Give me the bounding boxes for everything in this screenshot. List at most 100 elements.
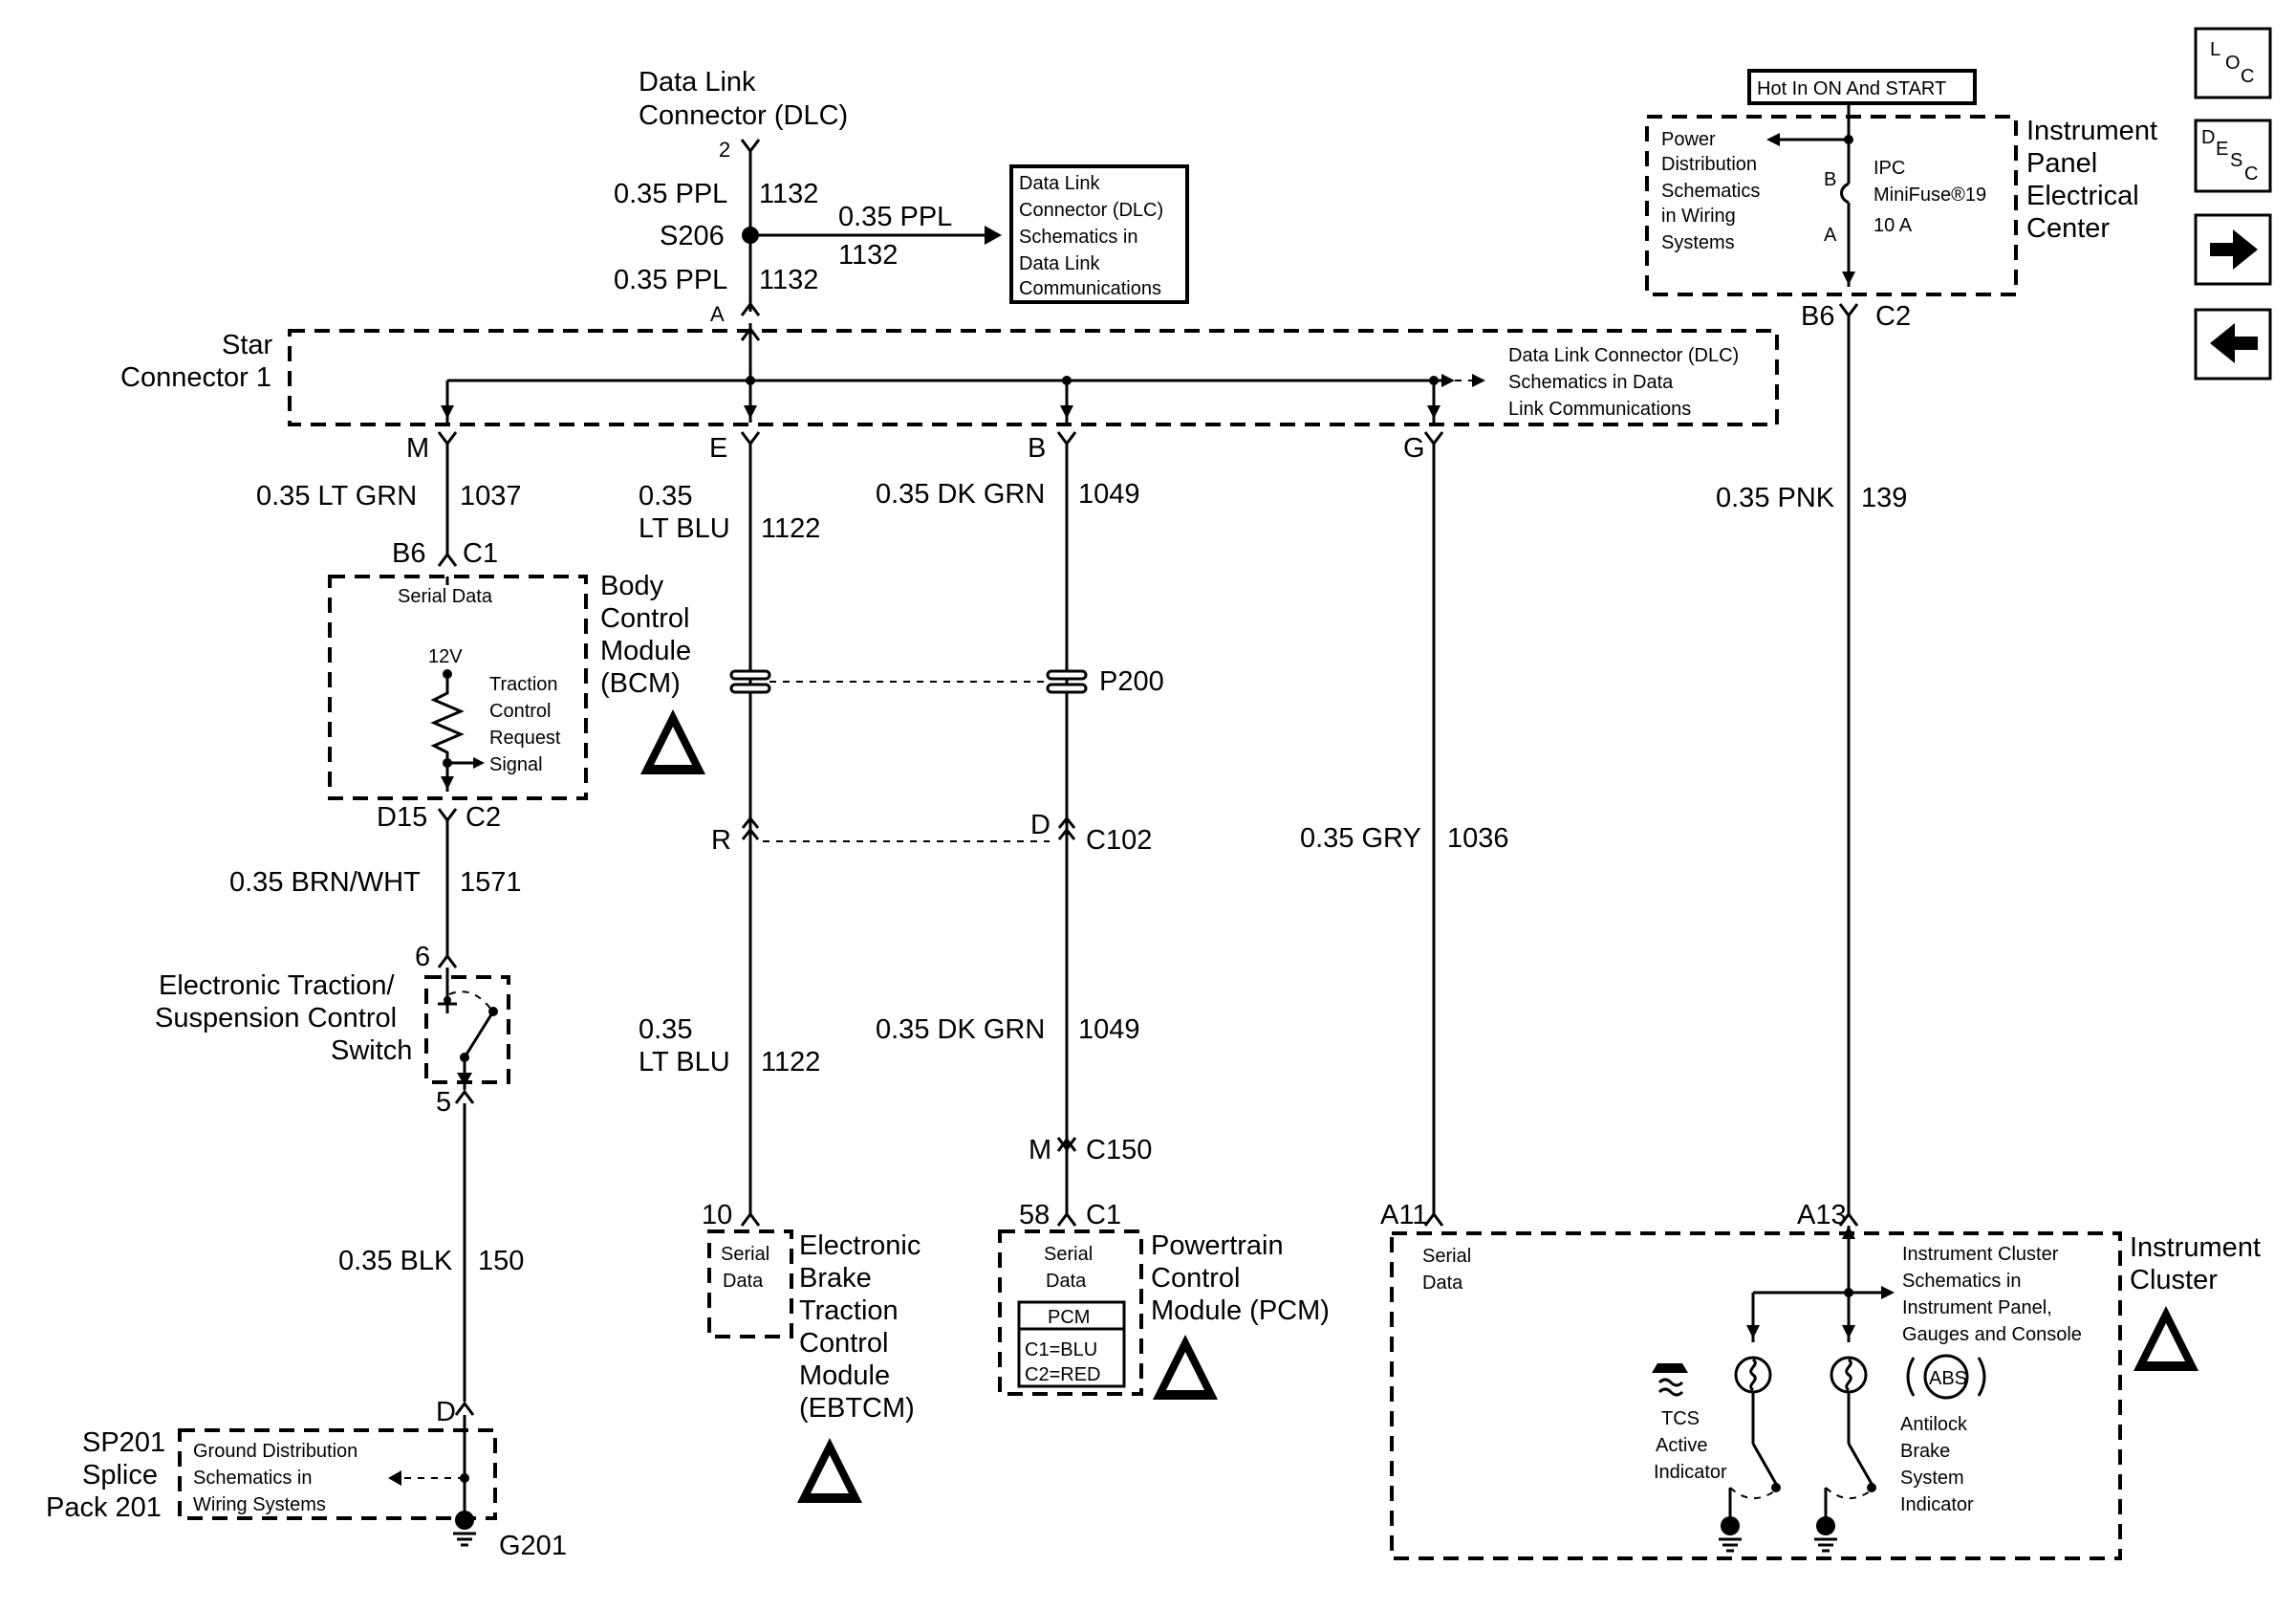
svg-text:Hot In ON And START: Hot In ON And START: [1757, 78, 1946, 99]
svg-text:1049: 1049: [1078, 1014, 1140, 1045]
svg-text:0.35 PNK: 0.35 PNK: [1716, 483, 1835, 513]
svg-text:Control: Control: [1151, 1263, 1241, 1294]
svg-text:5: 5: [436, 1087, 451, 1118]
svg-text:S: S: [2230, 150, 2242, 171]
svg-text:0.35 PPL: 0.35 PPL: [614, 179, 727, 209]
svg-text:(EBTCM): (EBTCM): [799, 1393, 915, 1424]
svg-text:Pack 201: Pack 201: [46, 1492, 162, 1523]
svg-text:G201: G201: [499, 1531, 567, 1561]
esd-sensitive-icon: [640, 709, 705, 774]
svg-text:Control: Control: [489, 701, 551, 722]
svg-text:A11: A11: [1380, 1200, 1427, 1230]
svg-text:Gauges and Console: Gauges and Console: [1902, 1324, 2082, 1345]
svg-text:A: A: [710, 302, 725, 326]
svg-text:P200: P200: [1099, 666, 1164, 697]
loc-button[interactable]: L O C: [2194, 27, 2272, 99]
next-page-button[interactable]: [2194, 213, 2272, 286]
dlc-reference-box[interactable]: Data Link Connector (DLC) Schematics in …: [1009, 164, 1189, 304]
svg-text:B6: B6: [392, 538, 425, 569]
svg-text:C: C: [2244, 163, 2258, 185]
svg-text:1132: 1132: [838, 240, 898, 271]
svg-text:0.35 PPL: 0.35 PPL: [838, 202, 952, 232]
svg-text:0.35: 0.35: [639, 481, 692, 511]
svg-text:Electronic Traction/: Electronic Traction/: [159, 970, 396, 1001]
svg-text:Panel: Panel: [2026, 148, 2097, 179]
svg-text:0.35 BLK: 0.35 BLK: [338, 1246, 453, 1276]
svg-text:Power: Power: [1661, 129, 1716, 150]
svg-text:D: D: [2201, 127, 2215, 148]
traction-suspension-switch: 6 Electronic Traction/ Suspension Contro…: [155, 942, 524, 1402]
svg-text:Schematics in Data: Schematics in Data: [1508, 372, 1674, 393]
svg-text:Brake: Brake: [1900, 1441, 1950, 1462]
svg-text:Instrument: Instrument: [2026, 116, 2157, 146]
svg-text:L: L: [2210, 39, 2220, 60]
svg-text:LT BLU: LT BLU: [639, 1047, 730, 1077]
svg-text:E: E: [2216, 139, 2228, 160]
svg-text:1049: 1049: [1078, 479, 1140, 510]
star-connector-pins: M E B G: [406, 431, 1444, 464]
power-distribution-reference[interactable]: Power Distribution Schematics in Wiring …: [1661, 129, 1760, 253]
previous-page-button[interactable]: [2194, 308, 2272, 381]
svg-text:C1=BLU: C1=BLU: [1025, 1339, 1097, 1360]
svg-text:S206: S206: [660, 221, 725, 251]
svg-text:MiniFuse®19: MiniFuse®19: [1874, 185, 1986, 206]
ebtcm-module: Serial Data Electronic Brake Traction Co…: [707, 1229, 921, 1503]
pcm-module: Serial Data PCM C1=BLU C2=RED Powertrain…: [998, 1229, 1330, 1400]
svg-text:M: M: [1029, 1135, 1051, 1165]
svg-text:Serial: Serial: [1422, 1246, 1471, 1267]
passthrough-grommet: [729, 669, 771, 694]
svg-text:Data Link: Data Link: [1019, 253, 1100, 274]
svg-text:C2=RED: C2=RED: [1025, 1364, 1100, 1385]
svg-text:Data Link: Data Link: [1019, 173, 1100, 194]
svg-text:Schematics in: Schematics in: [1019, 227, 1138, 248]
svg-text:Data Link: Data Link: [639, 67, 756, 98]
svg-text:0.35 GRY: 0.35 GRY: [1300, 823, 1421, 854]
svg-text:10 A: 10 A: [1874, 215, 1913, 236]
svg-text:Module (PCM): Module (PCM): [1151, 1295, 1330, 1326]
svg-text:Connector (DLC): Connector (DLC): [639, 100, 848, 131]
svg-text:Serial: Serial: [1044, 1244, 1093, 1265]
svg-text:C1: C1: [463, 538, 498, 569]
esd-sensitive-icon: [797, 1438, 862, 1503]
star-connector-reference[interactable]: Data Link Connector (DLC) Schematics in …: [1508, 345, 1739, 420]
ground-icon: [455, 1511, 474, 1530]
svg-text:Control: Control: [600, 603, 690, 634]
svg-text:0.35 PPL: 0.35 PPL: [614, 265, 727, 295]
svg-text:Indicator: Indicator: [1654, 1462, 1727, 1483]
svg-text:E: E: [709, 433, 727, 464]
svg-text:R: R: [711, 825, 731, 856]
instrument-cluster-reference[interactable]: Instrument Cluster Schematics in Instrum…: [1902, 1244, 2082, 1345]
svg-text:Instrument Cluster: Instrument Cluster: [1902, 1244, 2059, 1265]
svg-text:12V: 12V: [428, 646, 463, 667]
svg-text:(BCM): (BCM): [600, 668, 681, 699]
svg-text:C1: C1: [1086, 1200, 1121, 1230]
desc-button[interactable]: D E S C: [2194, 119, 2272, 193]
svg-text:Ground Distribution: Ground Distribution: [193, 1441, 357, 1462]
svg-text:C150: C150: [1086, 1135, 1152, 1165]
svg-text:Switch: Switch: [331, 1035, 412, 1066]
svg-text:Suspension Control: Suspension Control: [155, 1003, 397, 1033]
svg-text:PCM: PCM: [1048, 1307, 1090, 1328]
svg-text:Schematics in: Schematics in: [1902, 1271, 2022, 1292]
svg-text:Brake: Brake: [799, 1263, 872, 1294]
ground-distribution-reference[interactable]: Ground Distribution Schematics in Wiring…: [193, 1441, 357, 1515]
svg-text:Star: Star: [222, 330, 273, 360]
svg-text:D: D: [436, 1397, 456, 1427]
svg-text:Systems: Systems: [1661, 232, 1735, 253]
svg-text:0.35 LT GRN: 0.35 LT GRN: [256, 481, 417, 511]
svg-text:Schematics in: Schematics in: [193, 1468, 313, 1489]
svg-text:D: D: [1030, 810, 1051, 840]
svg-text:1571: 1571: [460, 867, 522, 898]
svg-text:B: B: [1028, 433, 1046, 464]
svg-text:Schematics: Schematics: [1661, 181, 1760, 202]
svg-text:58: 58: [1019, 1200, 1050, 1230]
svg-text:Wiring Systems: Wiring Systems: [193, 1494, 326, 1515]
svg-text:Traction: Traction: [489, 674, 558, 695]
svg-text:Center: Center: [2026, 213, 2110, 244]
pcm-circuit: 0.35 DK GRN 1049 P200 D C102 0.35 DK GRN…: [876, 444, 1164, 1230]
svg-text:Module: Module: [799, 1360, 890, 1391]
svg-text:Antilock: Antilock: [1900, 1414, 1968, 1435]
body-control-module: Serial Data 12V Traction Control Request…: [328, 571, 705, 800]
svg-text:Electrical: Electrical: [2026, 181, 2139, 211]
esd-sensitive-icon: [1153, 1335, 1218, 1400]
